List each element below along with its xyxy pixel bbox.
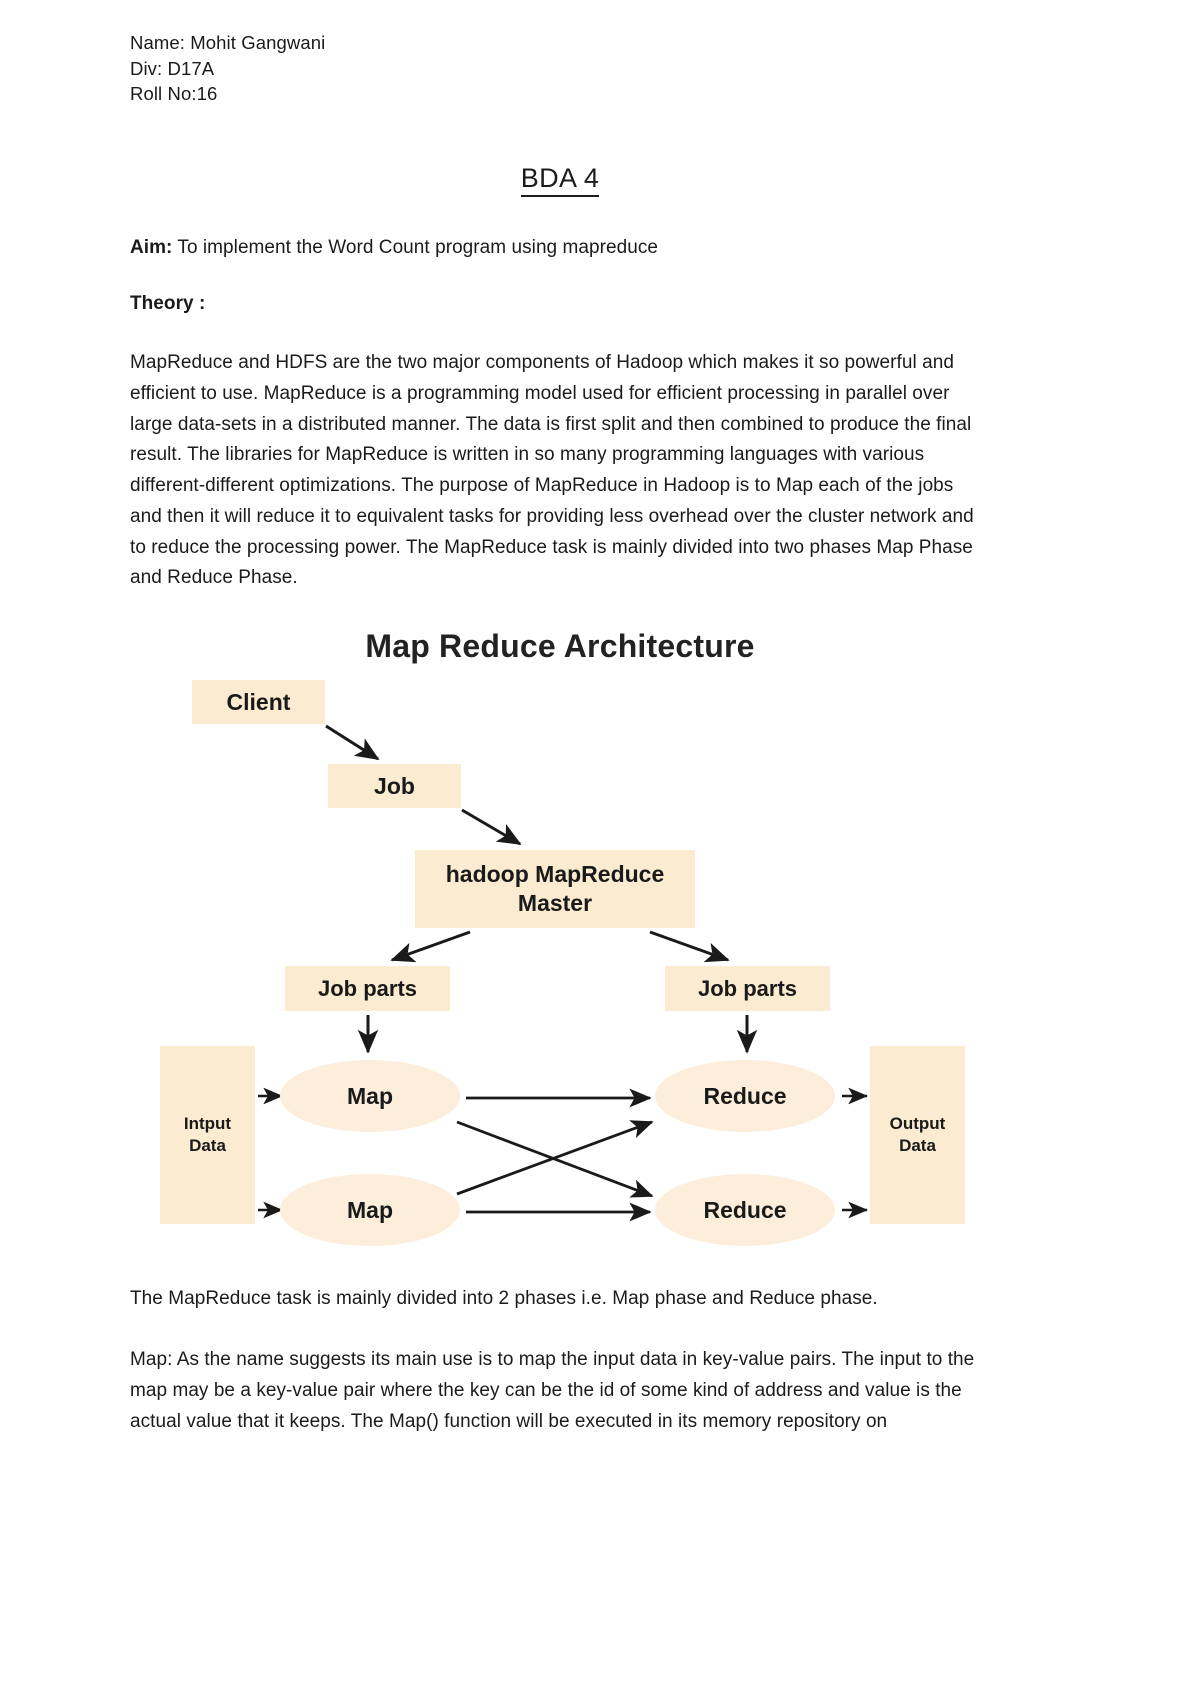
diagram-node-job-parts-left-label: Job parts (317, 975, 418, 1001)
diagram-node-master-text: hadoop MapReduce Master (446, 860, 665, 918)
diagram-connectors (258, 724, 869, 1222)
diagram-node-master-line-1: hadoop MapReduce (445, 861, 665, 888)
diagram-node-job-parts-right-label: Job parts (697, 975, 798, 1001)
aim-line: Aim: To implement the Word Count program… (130, 233, 990, 264)
map-reduce-architecture-diagram: Map Reduce Architecture (130, 628, 990, 1268)
theory-label: Theory : (130, 293, 206, 315)
diagram-node-reduce-1: Reduce (655, 1060, 835, 1133)
diagram-node-output-line-1: Output (889, 1114, 946, 1134)
student-header: Name: Mohit Gangwani Div: D17A Roll No:1… (130, 30, 990, 107)
diagram-node-input-line-2: Data (189, 1136, 226, 1156)
diagram-node-job-label: Job (374, 772, 415, 799)
post-diagram-paragraph-1: The MapReduce task is mainly divided int… (130, 1288, 878, 1310)
page-title: BDA 4 (520, 163, 600, 197)
document-title-container: BDA 4 (130, 163, 990, 197)
diagram-node-input-data-text: Intput Data (184, 1113, 231, 1157)
intro-paragraph: MapReduce and HDFS are the two major com… (130, 352, 974, 589)
diagram-node-reduce-2: Reduce (655, 1174, 835, 1247)
diagram-node-job: Job (328, 764, 461, 809)
aim-text: To implement the Word Count program usin… (172, 236, 659, 258)
diagram-title: Map Reduce Architecture (365, 628, 755, 665)
diagram-node-output-data-text: Output Data (890, 1113, 946, 1157)
diagram-node-master-line-2: Master (517, 890, 593, 917)
aim-label: Aim: (130, 236, 173, 258)
student-roll-no: Roll No:16 (130, 83, 218, 105)
diagram-node-output-line-2: Data (899, 1136, 936, 1156)
document-content: Name: Mohit Gangwani Div: D17A Roll No:1… (130, 0, 990, 1437)
diagram-node-output-data: Output Data (870, 1046, 965, 1225)
diagram-node-client-label: Client (226, 688, 291, 715)
diagram-node-job-parts-right: Job parts (665, 966, 830, 1012)
post-diagram-paragraph-2: Map: As the name suggests its main use i… (130, 1349, 975, 1432)
diagram-node-client: Client (192, 680, 325, 725)
arrow-client-to-job (325, 724, 380, 761)
diagram-node-map-1-label: Map (347, 1082, 393, 1109)
diagram-node-map-2-label: Map (347, 1196, 393, 1223)
diagram-node-reduce-1-label: Reduce (703, 1082, 787, 1109)
diagram-node-map-2: Map (280, 1174, 460, 1247)
diagram-node-reduce-2-label: Reduce (703, 1196, 787, 1223)
student-name: Name: Mohit Gangwani (130, 32, 326, 53)
arrow-job-to-master (461, 808, 522, 846)
arrow-master-to-jobparts-right (649, 930, 730, 963)
diagram-node-input-data: Intput Data (160, 1046, 255, 1225)
student-division: Div: D17A (130, 57, 215, 79)
diagram-node-job-parts-left: Job parts (285, 966, 450, 1012)
diagram-node-hadoop-mapreduce-master: hadoop MapReduce Master (415, 850, 695, 929)
diagram-node-map-1: Map (280, 1060, 460, 1133)
diagram-node-input-line-1: Intput (183, 1114, 232, 1134)
arrow-master-to-jobparts-left (390, 930, 471, 963)
arrow-map-2-to-reduce-1 (456, 1120, 654, 1196)
